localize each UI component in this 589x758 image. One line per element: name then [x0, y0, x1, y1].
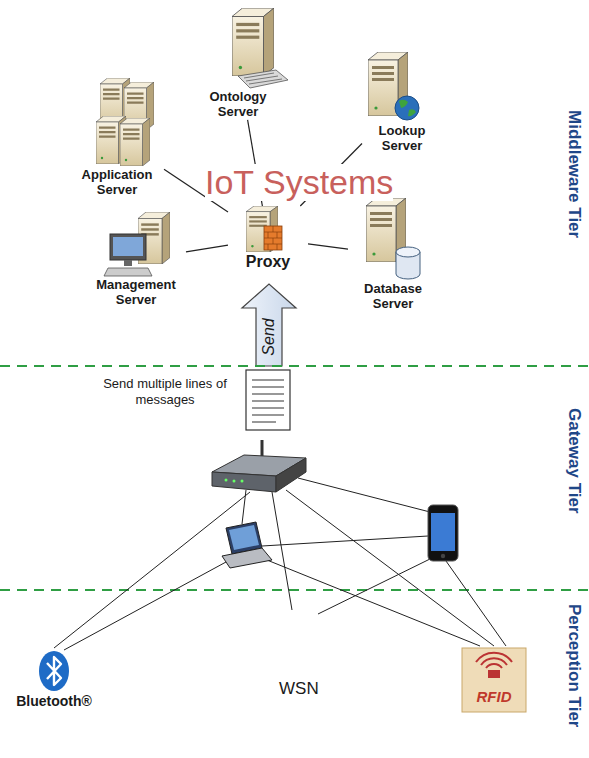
server-node: Database Server — [348, 198, 438, 312]
wireless-links — [54, 478, 506, 650]
message-document — [246, 370, 290, 430]
cloud-shape — [48, 13, 546, 357]
node-label: Management Server — [86, 278, 186, 308]
sensor-network: WSN — [215, 606, 365, 724]
connector-line — [308, 244, 348, 249]
tier-divider — [0, 589, 589, 591]
arrow-label: Send — [259, 318, 278, 355]
system-cloud: IoT Systems Ontology ServerApplication Se… — [38, 4, 552, 360]
send-arrow — [242, 284, 296, 366]
connector-line — [186, 245, 228, 252]
node-label: WSN — [279, 680, 319, 699]
lookup-server-icon — [368, 52, 419, 120]
server-node: Application Server — [70, 78, 164, 198]
bluetooth-symbol — [39, 651, 69, 691]
server-node: Management Server — [86, 212, 186, 308]
tier-label: Gateway Tier — [564, 408, 584, 514]
tier-label: Middleware Tier — [564, 110, 584, 238]
laptop — [222, 522, 272, 568]
bluetooth-node: Bluetooth® — [12, 650, 96, 709]
message-note: Send multiple lines of messages — [100, 376, 230, 407]
network-graph — [240, 631, 337, 668]
server-node: Lookup Server — [362, 52, 442, 154]
node-label: Bluetooth® — [12, 693, 96, 709]
wsn-shape — [224, 615, 364, 720]
node-label: Proxy — [228, 253, 308, 271]
node-label: Ontology Server — [193, 90, 283, 120]
wsn-outline — [215, 606, 365, 724]
node-label: RFID — [462, 688, 526, 705]
gateway-router — [212, 440, 306, 492]
management-server-icon — [104, 212, 170, 276]
application-server-icon — [96, 78, 154, 166]
node-label: Application Server — [70, 168, 164, 198]
rfid-node: RFID — [462, 648, 526, 712]
smartphone — [428, 505, 458, 561]
ontology-server-icon — [232, 8, 288, 88]
node-label: Lookup Server — [362, 124, 442, 154]
server-node: Ontology Server — [193, 8, 283, 120]
proxy-server-icon — [246, 206, 282, 252]
tier-label: Perception Tier — [564, 604, 584, 727]
watermark-text: IoT Systems — [205, 164, 393, 201]
tier-divider — [0, 365, 589, 367]
node-label: Database Server — [348, 282, 438, 312]
rfid-tag-icon — [462, 648, 526, 712]
proxy-node: Proxy — [228, 206, 308, 271]
database-server-icon — [366, 198, 420, 279]
